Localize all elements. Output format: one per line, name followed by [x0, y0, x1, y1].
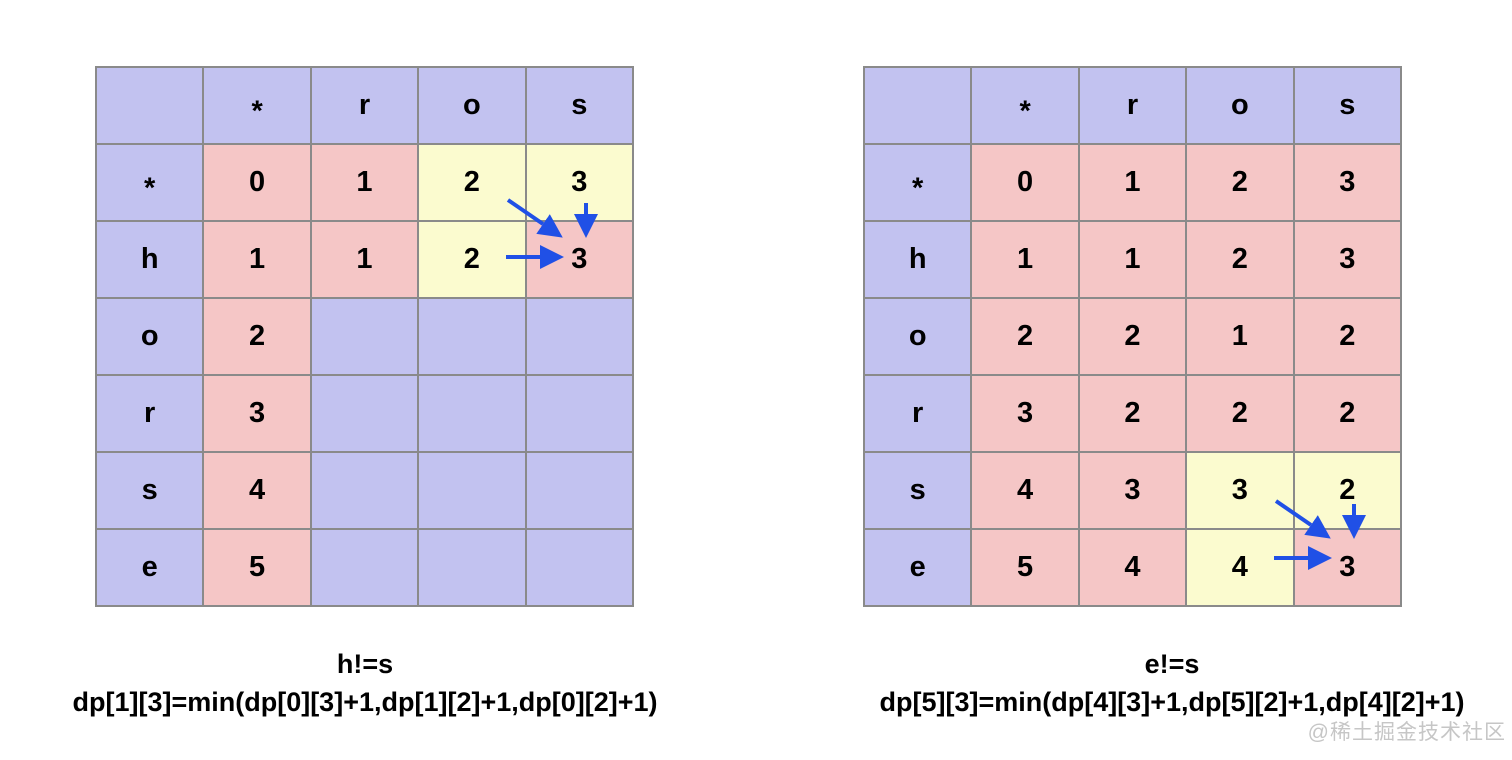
dp-cell: 0 — [202, 143, 312, 222]
column-header: s — [1292, 66, 1403, 145]
dp-cell: 3 — [524, 143, 635, 222]
dp-cell: 4 — [1077, 528, 1188, 607]
dp-cell: 1 — [1077, 143, 1188, 222]
caption-left: h!=s dp[1][3]=min(dp[0][3]+1,dp[1][2]+1,… — [25, 645, 705, 721]
dp-cell: 2 — [1292, 451, 1403, 530]
dp-cell — [309, 297, 420, 376]
column-header: r — [309, 66, 420, 145]
dp-cell: 5 — [202, 528, 312, 607]
dp-cell: 2 — [970, 297, 1080, 376]
star-glyph: * — [1019, 95, 1031, 128]
dp-cell: 1 — [309, 143, 420, 222]
dp-cell: 3 — [1077, 451, 1188, 530]
dp-cell: 2 — [1292, 297, 1403, 376]
row-header: r — [94, 374, 205, 453]
dp-cell: 4 — [1185, 528, 1295, 607]
watermark: @稀土掘金技术社区 — [1307, 721, 1506, 744]
column-header: * — [970, 66, 1080, 145]
caption-left-formula: dp[1][3]=min(dp[0][3]+1,dp[1][2]+1,dp[0]… — [72, 687, 658, 717]
dp-cell: 3 — [970, 374, 1080, 453]
column-header: * — [202, 66, 312, 145]
dp-cell: 4 — [202, 451, 312, 530]
dp-cell: 1 — [1185, 297, 1295, 376]
dp-cell — [524, 374, 635, 453]
column-header: o — [1185, 66, 1295, 145]
dp-cell: 1 — [970, 220, 1080, 299]
dp-cell — [524, 528, 635, 607]
dp-cell: 1 — [202, 220, 312, 299]
row-header: s — [862, 451, 973, 530]
dp-cell: 3 — [524, 220, 635, 299]
column-header: o — [417, 66, 527, 145]
dp-cell: 2 — [1185, 143, 1295, 222]
dp-cell: 2 — [1185, 374, 1295, 453]
dp-cell — [524, 297, 635, 376]
dp-cell: 2 — [202, 297, 312, 376]
column-header: s — [524, 66, 635, 145]
column-header: r — [1077, 66, 1188, 145]
column-header — [862, 66, 973, 145]
dp-cell: 2 — [1077, 297, 1188, 376]
dp-cell: 3 — [1185, 451, 1295, 530]
row-header: * — [862, 143, 973, 222]
caption-right: e!=s dp[5][3]=min(dp[4][3]+1,dp[5][2]+1,… — [832, 645, 1512, 721]
caption-left-condition: h!=s — [336, 649, 394, 679]
dp-cell — [309, 528, 420, 607]
dp-cell: 3 — [1292, 143, 1403, 222]
row-header: r — [862, 374, 973, 453]
dp-cell: 3 — [1292, 528, 1403, 607]
dp-cell: 4 — [970, 451, 1080, 530]
dp-cell: 1 — [1077, 220, 1188, 299]
dp-cell — [417, 528, 527, 607]
dp-cell — [417, 451, 527, 530]
dp-cell: 2 — [417, 220, 527, 299]
star-glyph: * — [912, 172, 924, 205]
dp-cell: 3 — [202, 374, 312, 453]
row-header: e — [94, 528, 205, 607]
column-header — [94, 66, 205, 145]
star-glyph: * — [251, 95, 263, 128]
dp-cell: 2 — [417, 143, 527, 222]
row-header: o — [94, 297, 205, 376]
row-header: o — [862, 297, 973, 376]
row-header: s — [94, 451, 205, 530]
dp-cell — [309, 451, 420, 530]
caption-right-condition: e!=s — [1144, 649, 1200, 679]
dp-cell — [309, 374, 420, 453]
row-header: h — [94, 220, 205, 299]
row-header: h — [862, 220, 973, 299]
dp-cell — [524, 451, 635, 530]
dp-cell — [417, 297, 527, 376]
dp-cell: 5 — [970, 528, 1080, 607]
row-header: * — [94, 143, 205, 222]
star-glyph: * — [144, 172, 156, 205]
caption-right-formula: dp[5][3]=min(dp[4][3]+1,dp[5][2]+1,dp[4]… — [879, 687, 1465, 717]
dp-cell: 2 — [1185, 220, 1295, 299]
dp-cell: 2 — [1077, 374, 1188, 453]
dp-cell: 2 — [1292, 374, 1403, 453]
dp-cell — [417, 374, 527, 453]
dp-cell: 1 — [309, 220, 420, 299]
row-header: e — [862, 528, 973, 607]
dp-cell: 0 — [970, 143, 1080, 222]
dp-cell: 3 — [1292, 220, 1403, 299]
